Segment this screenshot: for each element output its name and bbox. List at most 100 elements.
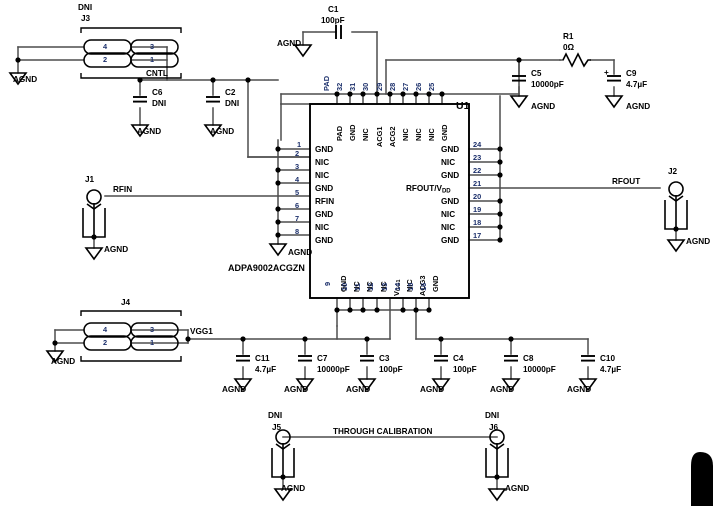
ic-top-pinlabel-31: NIC bbox=[361, 128, 370, 141]
ic-bottom-pinnum-15[interactable]: 15 bbox=[406, 282, 415, 291]
ic-top-pinnum-27[interactable]: 27 bbox=[401, 82, 410, 91]
c10-value: 4.7µF bbox=[600, 365, 622, 374]
ic-bottom-pinnum-10[interactable]: 10 bbox=[340, 282, 349, 291]
ic-bottom-pinnum-9[interactable]: 9 bbox=[323, 281, 332, 286]
gnd-label: AGND bbox=[51, 357, 76, 366]
ic-left-pinlabel-5: RFIN bbox=[315, 197, 335, 206]
capacitor-symbols bbox=[132, 25, 622, 362]
ic-left-pinnum-4[interactable]: 4 bbox=[295, 175, 300, 184]
ic-top-pinlabel-pad: PAD bbox=[335, 125, 344, 141]
c11-refdes: C11 bbox=[255, 354, 270, 363]
ic-bottom-pinnum-16[interactable]: 16 bbox=[419, 282, 428, 291]
gnd-label: AGND bbox=[626, 102, 651, 111]
ic-bottom-pinlabel-16: GND bbox=[431, 275, 440, 292]
c4-value: 100pF bbox=[453, 365, 477, 374]
ic-right-pinlabel-19: NIC bbox=[441, 210, 456, 219]
j3-pin-2[interactable]: 2 bbox=[103, 55, 108, 64]
ic-right-pinnum-18[interactable]: 18 bbox=[473, 218, 482, 227]
wires-layer bbox=[17, 31, 677, 490]
ic-top-pinnum-26[interactable]: 26 bbox=[414, 82, 423, 91]
ic-top-pinnum-32[interactable]: 32 bbox=[335, 82, 344, 91]
ic-top-pinnum-31[interactable]: 31 bbox=[348, 82, 357, 91]
ic-top-pinnum-pad[interactable]: PAD bbox=[322, 75, 331, 91]
ic-top-pinnum-28[interactable]: 28 bbox=[388, 82, 397, 91]
gnd-label: AGND bbox=[346, 385, 371, 394]
gnd-label: AGND bbox=[686, 237, 711, 246]
ic-left-pinlabel-4: GND bbox=[315, 184, 334, 193]
r1-refdes: R1 bbox=[563, 32, 574, 41]
c8-value: 10000pF bbox=[523, 365, 556, 374]
ic-right-pinlabel-20: GND bbox=[441, 197, 460, 206]
gnd-label: AGND bbox=[531, 102, 556, 111]
j3-pin-3[interactable]: 3 bbox=[150, 42, 155, 51]
ic-right-pinnum-19[interactable]: 19 bbox=[473, 205, 482, 214]
ic-left-pinnum-8[interactable]: 8 bbox=[295, 227, 300, 236]
ic-bottom-pinnum-13[interactable]: 13 bbox=[380, 282, 389, 291]
c7-value: 10000pF bbox=[317, 365, 350, 374]
ic-left-pinnum-6[interactable]: 6 bbox=[295, 201, 300, 210]
gnd-label: AGND bbox=[281, 484, 306, 493]
ic-top-pinnum-25[interactable]: 25 bbox=[427, 82, 436, 91]
j4-pin-3[interactable]: 3 bbox=[150, 325, 155, 334]
through-calibration-label: THROUGH CALIBRATION bbox=[333, 427, 433, 436]
ic-left-pinnum-5[interactable]: 5 bbox=[295, 188, 300, 197]
ic-right-pinnum-24[interactable]: 24 bbox=[473, 140, 482, 149]
ic-right-pinnum-22[interactable]: 22 bbox=[473, 166, 482, 175]
j3-refdes: J3 bbox=[81, 14, 91, 23]
ic-left-pinlabel-2: NIC bbox=[315, 158, 330, 167]
j4-pin-2[interactable]: 2 bbox=[103, 338, 108, 347]
j3-pin-1[interactable]: 1 bbox=[150, 55, 155, 64]
j5-refdes: J5 bbox=[272, 423, 282, 432]
connector-j4-body[interactable] bbox=[80, 310, 182, 362]
c7-refdes: C7 bbox=[317, 354, 328, 363]
c1-value: 100pF bbox=[321, 16, 345, 25]
gnd-label: AGND bbox=[490, 385, 515, 394]
gnd-label: AGND bbox=[137, 127, 162, 136]
c2-refdes: C2 bbox=[225, 88, 236, 97]
connector-j3-body[interactable] bbox=[80, 27, 182, 79]
ic-part-number: ADPA9002ACGZN bbox=[228, 263, 305, 273]
gnd-label: AGND bbox=[567, 385, 592, 394]
j4-pin-1[interactable]: 1 bbox=[150, 338, 155, 347]
ic-refdes: U1 bbox=[456, 100, 470, 112]
ic-right-pinlabel-18: NIC bbox=[441, 223, 456, 232]
ic-right-pinnum-23[interactable]: 23 bbox=[473, 153, 482, 162]
ic-top-pinnum-30[interactable]: 30 bbox=[361, 82, 370, 91]
j1-refdes: J1 bbox=[85, 175, 95, 184]
j6-dni-label: DNI bbox=[485, 411, 500, 420]
ic-top-pinlabel-30: ACG1 bbox=[375, 126, 384, 147]
ic-left-pinnum-1[interactable]: 1 bbox=[297, 140, 302, 149]
ic-left-pinnum-3[interactable]: 3 bbox=[295, 162, 300, 171]
ic-right-pinlabel-17: GND bbox=[441, 236, 460, 245]
c6-value: DNI bbox=[152, 99, 167, 108]
ic-right-pinlabel-22: GND bbox=[441, 171, 460, 180]
j6-refdes: J6 bbox=[489, 423, 499, 432]
ic-top-pinlabel-27: NIC bbox=[414, 128, 423, 141]
ic-left-pinnum-2[interactable]: 2 bbox=[295, 149, 300, 158]
gnd-label: AGND bbox=[420, 385, 445, 394]
ic-top-pinlabel-26: NIC bbox=[427, 128, 436, 141]
ic-left-pinlabel-7: NIC bbox=[315, 223, 330, 232]
c9-polarity-label: + bbox=[604, 68, 609, 77]
j5-dni-label: DNI bbox=[268, 411, 283, 420]
c6-refdes: C6 bbox=[152, 88, 163, 97]
gnd-label: AGND bbox=[277, 39, 302, 48]
j3-pin-4[interactable]: 4 bbox=[103, 42, 108, 51]
ic-right-pinnum-20[interactable]: 20 bbox=[473, 192, 482, 201]
ic-bottom-pinnum-12[interactable]: 12 bbox=[366, 282, 375, 291]
ic-right-pinnum-21[interactable]: 21 bbox=[473, 179, 482, 188]
cursor-pointer bbox=[691, 452, 713, 506]
ic-left-pinnum-7[interactable]: 7 bbox=[295, 214, 300, 223]
gnd-label: AGND bbox=[13, 75, 38, 84]
ic-bottom-pinnum-14[interactable]: 14 bbox=[393, 282, 402, 291]
gnd-label: AGND bbox=[505, 484, 530, 493]
ic-bottom-pinnum-11[interactable]: 11 bbox=[353, 283, 362, 291]
ic-right-pinnum-17[interactable]: 17 bbox=[473, 231, 482, 240]
j3-dni-label: DNI bbox=[78, 3, 93, 12]
ic-top-pinnum-29[interactable]: 29 bbox=[375, 82, 384, 91]
ic-right-pinlabel-24: GND bbox=[441, 145, 460, 154]
j4-pin-4[interactable]: 4 bbox=[103, 325, 108, 334]
gnd-label: AGND bbox=[210, 127, 235, 136]
